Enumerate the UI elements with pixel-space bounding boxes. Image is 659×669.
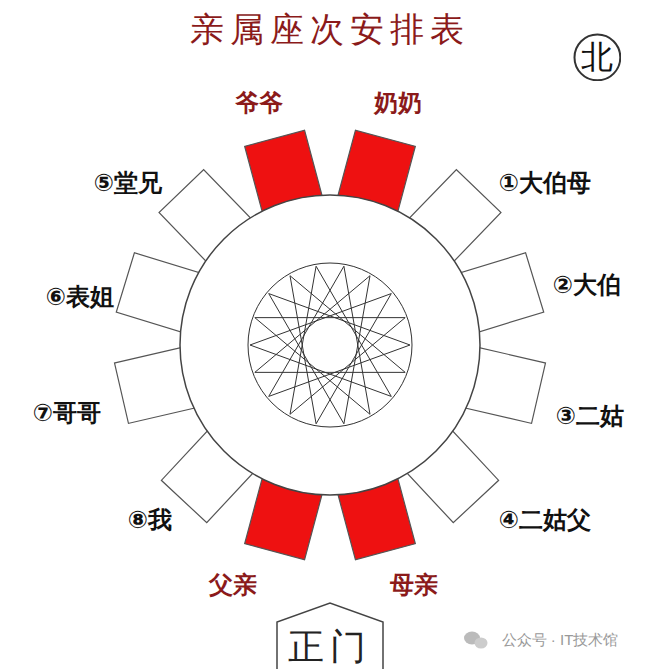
table-pattern-ring — [248, 263, 412, 427]
seat-name: ⑥表姐 — [46, 283, 114, 311]
seat-label: ⑤堂兄 — [94, 169, 162, 197]
door-outline-shape — [277, 603, 383, 669]
seat-name: 爷爷 — [235, 89, 283, 117]
seat-name: ②大伯 — [553, 271, 621, 299]
seat-label: ⑥表姐 — [46, 283, 114, 311]
seat-label: 爷爷 — [235, 89, 283, 117]
seat-name: ③二姑 — [556, 402, 624, 430]
round-table — [180, 195, 480, 495]
seat-name: ⑤堂兄 — [94, 169, 162, 197]
main-door: 正门 — [276, 602, 384, 669]
north-marker: 北 — [573, 33, 622, 82]
seat-label: ⑧我 — [128, 506, 172, 534]
pattern-stroke — [255, 318, 370, 415]
seat-name: 母亲 — [390, 571, 438, 599]
pattern-stroke — [255, 317, 405, 318]
seat-name: ⑦哥哥 — [33, 399, 101, 427]
seat-name: ⑧我 — [128, 506, 172, 534]
seat-name: 父亲 — [209, 571, 257, 599]
pattern-stroke — [316, 294, 391, 424]
seat-label: 奶奶 — [374, 89, 422, 117]
table-star-pattern — [250, 266, 410, 424]
pattern-stroke — [290, 276, 405, 373]
watermark-icon-part — [475, 638, 488, 649]
watermark-icon — [464, 632, 488, 649]
seat-label: ①大伯母 — [499, 169, 591, 197]
door-text: 正门 — [288, 626, 372, 667]
pattern-stroke — [344, 276, 370, 424]
pattern-stroke — [290, 318, 405, 415]
pattern-stroke — [269, 266, 344, 396]
chart-title: 亲属座次安排表 — [190, 7, 470, 53]
pattern-stroke — [269, 294, 410, 345]
north-text: 北 — [581, 39, 613, 76]
seat-name: ④二姑父 — [499, 506, 591, 534]
pattern-stroke — [316, 266, 391, 396]
seat-label: ③二姑 — [556, 402, 624, 430]
pattern-stroke — [344, 266, 370, 414]
seat-label: ⑦哥哥 — [33, 399, 101, 427]
pattern-stroke — [290, 266, 316, 414]
circle-outline-shape — [574, 34, 620, 80]
pattern-stroke — [290, 276, 316, 424]
watermark: 公众号 · IT技术馆 — [502, 631, 619, 650]
seat-name: ①大伯母 — [499, 169, 591, 197]
seat-label: ④二姑父 — [499, 506, 591, 534]
pattern-stroke — [269, 294, 344, 424]
seat-label: 母亲 — [390, 571, 438, 599]
pattern-stroke — [255, 372, 405, 373]
seat-label: ②大伯 — [553, 271, 621, 299]
seat-name: 奶奶 — [374, 89, 422, 117]
seat-label: 父亲 — [209, 571, 257, 599]
